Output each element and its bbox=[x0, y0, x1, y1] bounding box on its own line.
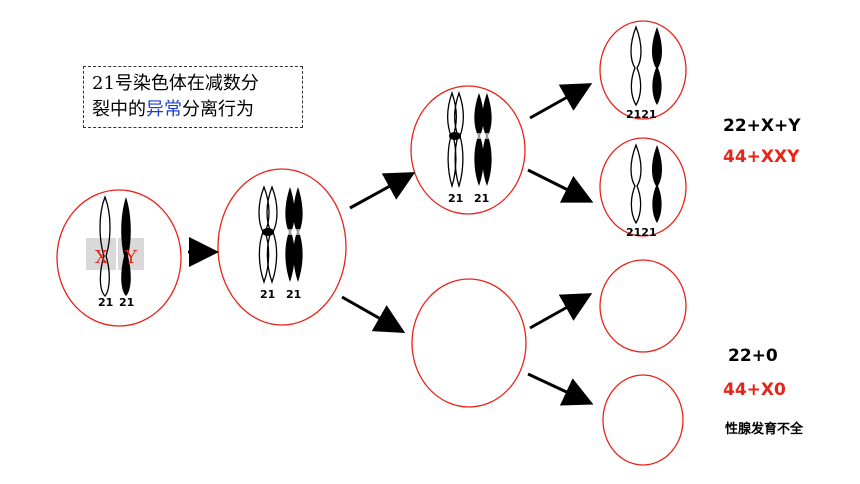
chromosome-num: 21 bbox=[98, 296, 113, 309]
chromosome-num: 21 bbox=[119, 296, 134, 309]
chromosome-num: 21 bbox=[448, 192, 463, 205]
result-a-line2: 44+XXY bbox=[723, 147, 800, 167]
title-line2a: 裂中的 bbox=[92, 99, 146, 120]
result-b-note: 性腺发育不全 bbox=[725, 422, 804, 437]
title-highlight: 异常 bbox=[146, 99, 182, 120]
result-b-line1: 22+0 bbox=[728, 346, 778, 366]
chromosome-num: 2121 bbox=[626, 226, 657, 239]
cell2-chromosomes: 21 21 bbox=[258, 185, 303, 301]
title-line2b: 分离行为 bbox=[182, 99, 254, 120]
chromosome-num: 21 bbox=[260, 288, 275, 301]
arrow-4 bbox=[529, 83, 593, 120]
cell3-chromosomes: 21 21 bbox=[447, 91, 492, 205]
gamete-3-circle bbox=[599, 259, 687, 353]
cell-start-circle bbox=[56, 189, 182, 327]
chromosome-num: 21 bbox=[474, 192, 489, 205]
gamete-1-circle bbox=[599, 20, 687, 120]
start-cell-chromosomes: X Y 21 21 bbox=[86, 195, 144, 309]
diagram-title: 21号染色体在减数分 裂中的异常分离行为 bbox=[83, 66, 303, 128]
label-y: Y bbox=[124, 247, 138, 268]
cell-meiosis1-circle bbox=[217, 168, 347, 326]
arrow-2 bbox=[349, 172, 416, 210]
gamete-2-circle bbox=[599, 137, 687, 237]
arrow-6 bbox=[529, 293, 593, 330]
gamete1-chromosomes: 2121 bbox=[626, 25, 662, 121]
cell-upper-daughter-circle bbox=[410, 85, 526, 215]
label-x: X bbox=[95, 247, 108, 268]
result-b-line2: 44+X0 bbox=[723, 380, 786, 400]
chromosome-num: 21 bbox=[286, 288, 301, 301]
arrow-5 bbox=[527, 168, 594, 203]
arrow-3 bbox=[341, 295, 406, 333]
arrow-7 bbox=[527, 372, 594, 406]
title-line1: 21号染色体在减数分 bbox=[92, 73, 259, 94]
gamete2-chromosomes: 2121 bbox=[626, 143, 662, 239]
result-a-line1: 22+X+Y bbox=[723, 116, 801, 136]
chromosome-num: 2121 bbox=[626, 108, 657, 121]
gamete-4-circle bbox=[602, 374, 684, 466]
cell-lower-daughter-circle bbox=[411, 278, 527, 408]
